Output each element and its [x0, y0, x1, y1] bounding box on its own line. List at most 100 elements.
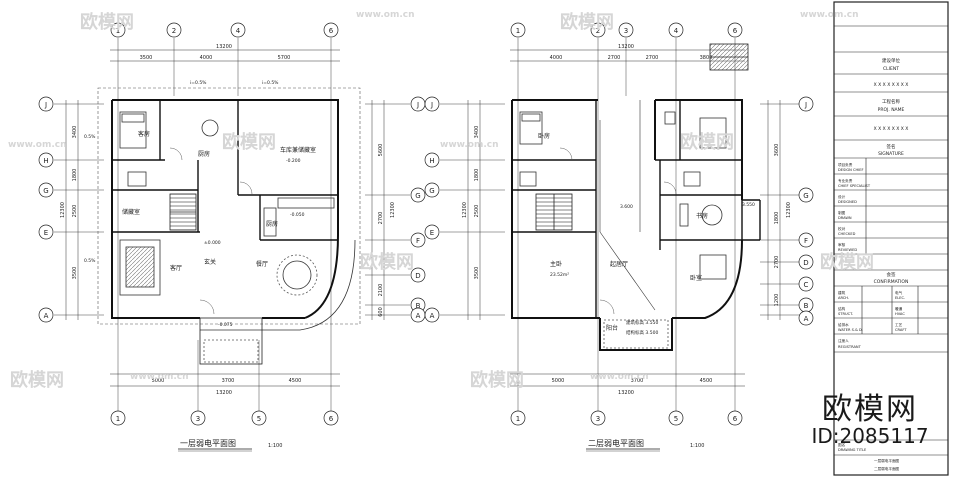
signature-row-label-en: REVIEWED [838, 248, 857, 252]
signature-row-label: 校对 [838, 226, 846, 231]
plan1-axis-lines [54, 38, 410, 418]
drawing-title-label-en: DRAWING TITLE [838, 448, 867, 452]
axis-label: 3 [624, 27, 628, 35]
axis-label: 3 [596, 415, 600, 423]
axis-label: 1 [116, 27, 120, 35]
confirmation-cell: CRAFT [895, 328, 907, 332]
signature-row-label: 项目负责 [838, 162, 853, 167]
axis-label: G [415, 192, 420, 200]
slope-mark: 0.5% [84, 134, 96, 140]
axis-bubble [727, 410, 743, 426]
room-label: 阳台 [606, 324, 618, 332]
level-note: 建筑标高 3.550 [626, 319, 658, 326]
axis-label: J [416, 101, 419, 109]
room-label: 车库兼储藏室 [280, 146, 316, 154]
axis-label: D [415, 272, 420, 280]
axis-label: E [44, 229, 48, 237]
axis-label: G [43, 187, 48, 195]
plan-title: 二层弱电平面图 [588, 438, 644, 448]
dimension-label: 12300 [60, 202, 66, 218]
confirmation-cell: HVAC [895, 312, 905, 316]
plan2-axis-bubbles [424, 22, 814, 426]
axis-label: 6 [329, 415, 334, 423]
axis-label: 1 [116, 415, 120, 423]
axis-label: G [429, 187, 434, 195]
area-label: 23.52m² [550, 272, 569, 278]
signature-row-label-en: CHIEF SPECIALIST [838, 184, 871, 188]
axis-label: F [804, 237, 808, 245]
room-label: 卧房 [538, 132, 550, 140]
axis-bubble [798, 96, 814, 112]
dimension-label: 3500 [474, 267, 480, 280]
axis-label: J [804, 101, 807, 109]
dimension-label: 5700 [278, 55, 291, 61]
axis-label: 6 [329, 27, 334, 35]
axis-bubble [798, 276, 814, 292]
axis-bubble [251, 410, 267, 426]
signature-row-label-en: DRAWN [838, 216, 852, 220]
axis-label: H [429, 157, 434, 165]
axis-bubble [510, 22, 526, 38]
axis-label: A [44, 312, 49, 320]
slope-mark: i=0.5% [190, 80, 207, 86]
dimension-label: 4000 [200, 55, 213, 61]
client-value: X X X X X X X X [874, 82, 909, 88]
level-mark: -0.075 [218, 322, 233, 328]
axis-bubble [38, 182, 54, 198]
dimension-label: 2700 [646, 55, 659, 61]
axis-label: B [804, 302, 809, 310]
axis-bubble [618, 22, 634, 38]
axis-bubble [668, 22, 684, 38]
axis-bubble [38, 307, 54, 323]
drawing-title-label: 图名 [838, 442, 846, 447]
axis-label: H [43, 157, 48, 165]
confirmation-cell: STRUCT. [838, 312, 853, 316]
room-label: 储藏室 [122, 208, 140, 216]
axis-label: E [430, 229, 434, 237]
dimension-label: 13200 [618, 390, 634, 396]
axis-bubble [110, 22, 126, 38]
room-label: 卧室 [690, 274, 702, 282]
axis-bubble [510, 410, 526, 426]
confirmation-cell: ARCH. [838, 296, 849, 300]
axis-label: 2 [172, 27, 176, 35]
dimension-label: 3700 [631, 378, 644, 384]
dimension-label: 1800 [72, 169, 78, 182]
axis-label: F [416, 237, 420, 245]
dimension-label: 13200 [216, 44, 232, 50]
confirmation-cell: 电气 [895, 290, 903, 295]
registrant-label: 注册人 [838, 338, 849, 343]
dimension-label: 5000 [552, 378, 565, 384]
signature-row-label-en: CHECKED [838, 232, 856, 236]
signature-heading: 签名 [887, 143, 896, 150]
drawing-name: 一层弱电平面图 [874, 458, 900, 463]
dimension-label: 13200 [216, 390, 232, 396]
axis-bubble [727, 22, 743, 38]
axis-bubble [798, 310, 814, 326]
axis-bubble [110, 410, 126, 426]
project-value: X X X X X X X X [874, 126, 909, 132]
project-heading: 工程名称 [882, 98, 900, 105]
confirmation-cell: 结构 [838, 306, 846, 311]
axis-bubble [424, 307, 440, 323]
dimension-label: 2500 [474, 205, 480, 218]
dimension-label: 1800 [774, 212, 780, 225]
room-label: 客房 [138, 130, 150, 138]
axis-label: 2 [596, 27, 600, 35]
level-note: 结构标高 3.500 [626, 329, 658, 336]
room-label: 厨房 [198, 150, 210, 158]
axis-bubble [424, 152, 440, 168]
dimension-label: 3800 [700, 55, 713, 61]
axis-label: G [803, 192, 808, 200]
axis-label: A [416, 312, 421, 320]
signature-row-label: 设计 [838, 194, 846, 199]
plan2-dim-lines [467, 49, 781, 387]
confirmation-heading: 会签 [887, 271, 896, 278]
scale-label: 1:100 [690, 443, 704, 449]
signature-row-label: 审核 [838, 242, 846, 247]
confirmation-heading-en: CONFIRMATION [874, 279, 909, 285]
plan-title: 一层弱电平面图 [180, 438, 236, 448]
dimension-label: 4500 [289, 378, 302, 384]
level-mark: 3.600 [620, 204, 633, 210]
